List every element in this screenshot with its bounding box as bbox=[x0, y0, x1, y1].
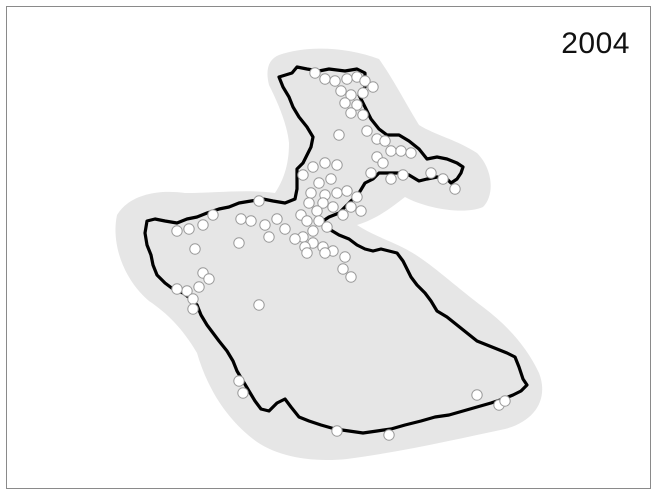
survey-site-marker bbox=[345, 271, 357, 283]
survey-site-marker bbox=[365, 167, 377, 179]
survey-site-marker bbox=[341, 73, 353, 85]
survey-site-marker bbox=[321, 221, 333, 233]
survey-site-marker bbox=[331, 187, 343, 199]
survey-site-marker bbox=[337, 263, 349, 275]
survey-site-marker bbox=[183, 223, 195, 235]
survey-site-marker bbox=[335, 85, 347, 97]
survey-site-marker bbox=[319, 157, 331, 169]
survey-site-marker bbox=[289, 233, 301, 245]
survey-site-marker bbox=[301, 247, 313, 259]
survey-site-marker bbox=[395, 145, 407, 157]
survey-site-marker bbox=[301, 215, 313, 227]
survey-site-marker bbox=[333, 129, 345, 141]
survey-site-marker bbox=[245, 215, 257, 227]
survey-site-marker bbox=[377, 157, 389, 169]
survey-site-marker bbox=[253, 299, 265, 311]
survey-site-marker bbox=[385, 173, 397, 185]
survey-site-marker bbox=[499, 395, 511, 407]
survey-site-marker bbox=[233, 375, 245, 387]
survey-site-marker bbox=[345, 107, 357, 119]
survey-site-marker bbox=[357, 87, 369, 99]
survey-site-marker bbox=[367, 81, 379, 93]
survey-site-marker bbox=[271, 213, 283, 225]
survey-site-marker bbox=[357, 109, 369, 121]
survey-site-marker bbox=[193, 281, 205, 293]
survey-site-marker bbox=[297, 169, 309, 181]
survey-site-marker bbox=[305, 187, 317, 199]
survey-site-marker bbox=[313, 177, 325, 189]
survey-site-marker bbox=[313, 215, 325, 227]
survey-site-marker bbox=[339, 97, 351, 109]
region-boundary-line bbox=[143, 65, 529, 435]
survey-site-marker bbox=[325, 173, 337, 185]
survey-site-marker bbox=[405, 147, 417, 159]
survey-site-marker bbox=[341, 185, 353, 197]
survey-site-marker bbox=[171, 283, 183, 295]
survey-site-marker bbox=[329, 75, 341, 87]
survey-site-marker bbox=[309, 67, 321, 79]
survey-site-marker bbox=[189, 243, 201, 255]
survey-site-marker bbox=[379, 135, 391, 147]
survey-site-marker bbox=[253, 195, 265, 207]
survey-site-marker bbox=[235, 213, 247, 225]
survey-site-marker bbox=[307, 225, 319, 237]
survey-site-marker bbox=[233, 237, 245, 249]
survey-site-marker bbox=[171, 225, 183, 237]
survey-site-marker bbox=[197, 219, 209, 231]
survey-site-marker bbox=[383, 429, 395, 441]
survey-site-marker bbox=[331, 425, 343, 437]
survey-site-marker bbox=[385, 145, 397, 157]
survey-site-marker bbox=[207, 209, 219, 221]
survey-site-marker bbox=[425, 167, 437, 179]
survey-site-marker bbox=[359, 75, 371, 87]
survey-site-marker bbox=[339, 251, 351, 263]
survey-site-marker bbox=[319, 73, 331, 85]
survey-site-marker bbox=[307, 161, 319, 173]
survey-site-marker bbox=[355, 205, 367, 217]
survey-site-marker bbox=[259, 219, 271, 231]
survey-site-marker bbox=[337, 209, 349, 221]
survey-site-marker bbox=[361, 125, 373, 137]
survey-site-marker bbox=[187, 303, 199, 315]
survey-site-marker bbox=[437, 173, 449, 185]
survey-site-marker bbox=[237, 387, 249, 399]
map-canvas bbox=[115, 48, 543, 461]
boundary-outline bbox=[143, 65, 529, 435]
survey-site-marker bbox=[263, 231, 275, 243]
survey-site-marker bbox=[345, 89, 357, 101]
survey-site-marker bbox=[471, 389, 483, 401]
survey-site-marker bbox=[319, 247, 331, 259]
survey-site-marker bbox=[203, 273, 215, 285]
survey-site-marker bbox=[345, 201, 357, 213]
survey-sites bbox=[171, 67, 511, 441]
survey-site-marker bbox=[351, 99, 363, 111]
survey-site-marker bbox=[187, 293, 199, 305]
survey-site-marker bbox=[327, 201, 339, 213]
survey-site-marker bbox=[317, 197, 329, 209]
survey-site-marker bbox=[303, 197, 315, 209]
survey-site-marker bbox=[331, 159, 343, 171]
survey-site-marker bbox=[397, 169, 409, 181]
map-frame: 2004 bbox=[6, 6, 651, 489]
survey-site-marker bbox=[449, 183, 461, 195]
year-label: 2004 bbox=[561, 27, 630, 60]
survey-site-marker bbox=[351, 191, 363, 203]
survey-site-marker bbox=[279, 223, 291, 235]
survey-site-marker bbox=[311, 205, 323, 217]
